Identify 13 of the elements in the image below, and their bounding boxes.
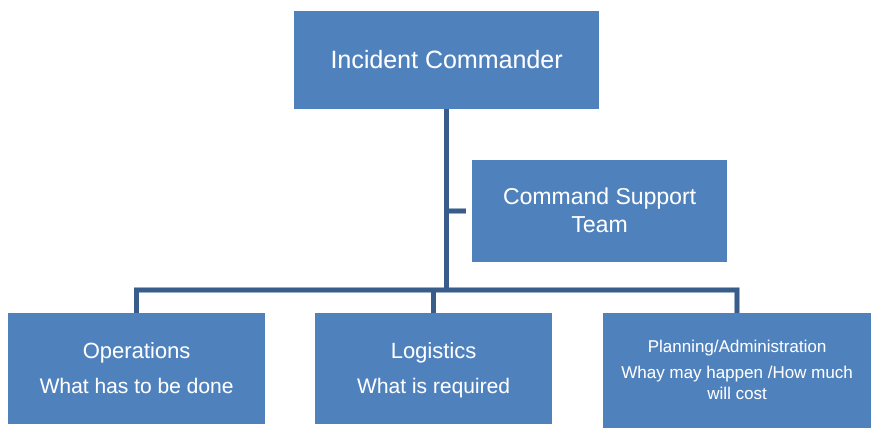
box-title: Incident Commander: [330, 45, 563, 75]
org-box: [294, 11, 599, 109]
box-title: Logistics: [390, 338, 476, 364]
org-box: [315, 313, 552, 424]
org-box: [8, 313, 265, 424]
org-box: [603, 313, 871, 428]
box-title: Operations: [82, 338, 190, 364]
box-description: Whay may happen /How much will cost: [620, 363, 854, 404]
org-box: [472, 160, 727, 262]
box-description: What is required: [357, 374, 510, 400]
box-title: Planning/Administration: [648, 336, 826, 358]
box-description: What has to be done: [40, 374, 234, 400]
box-title: Command Support Team: [502, 183, 698, 239]
